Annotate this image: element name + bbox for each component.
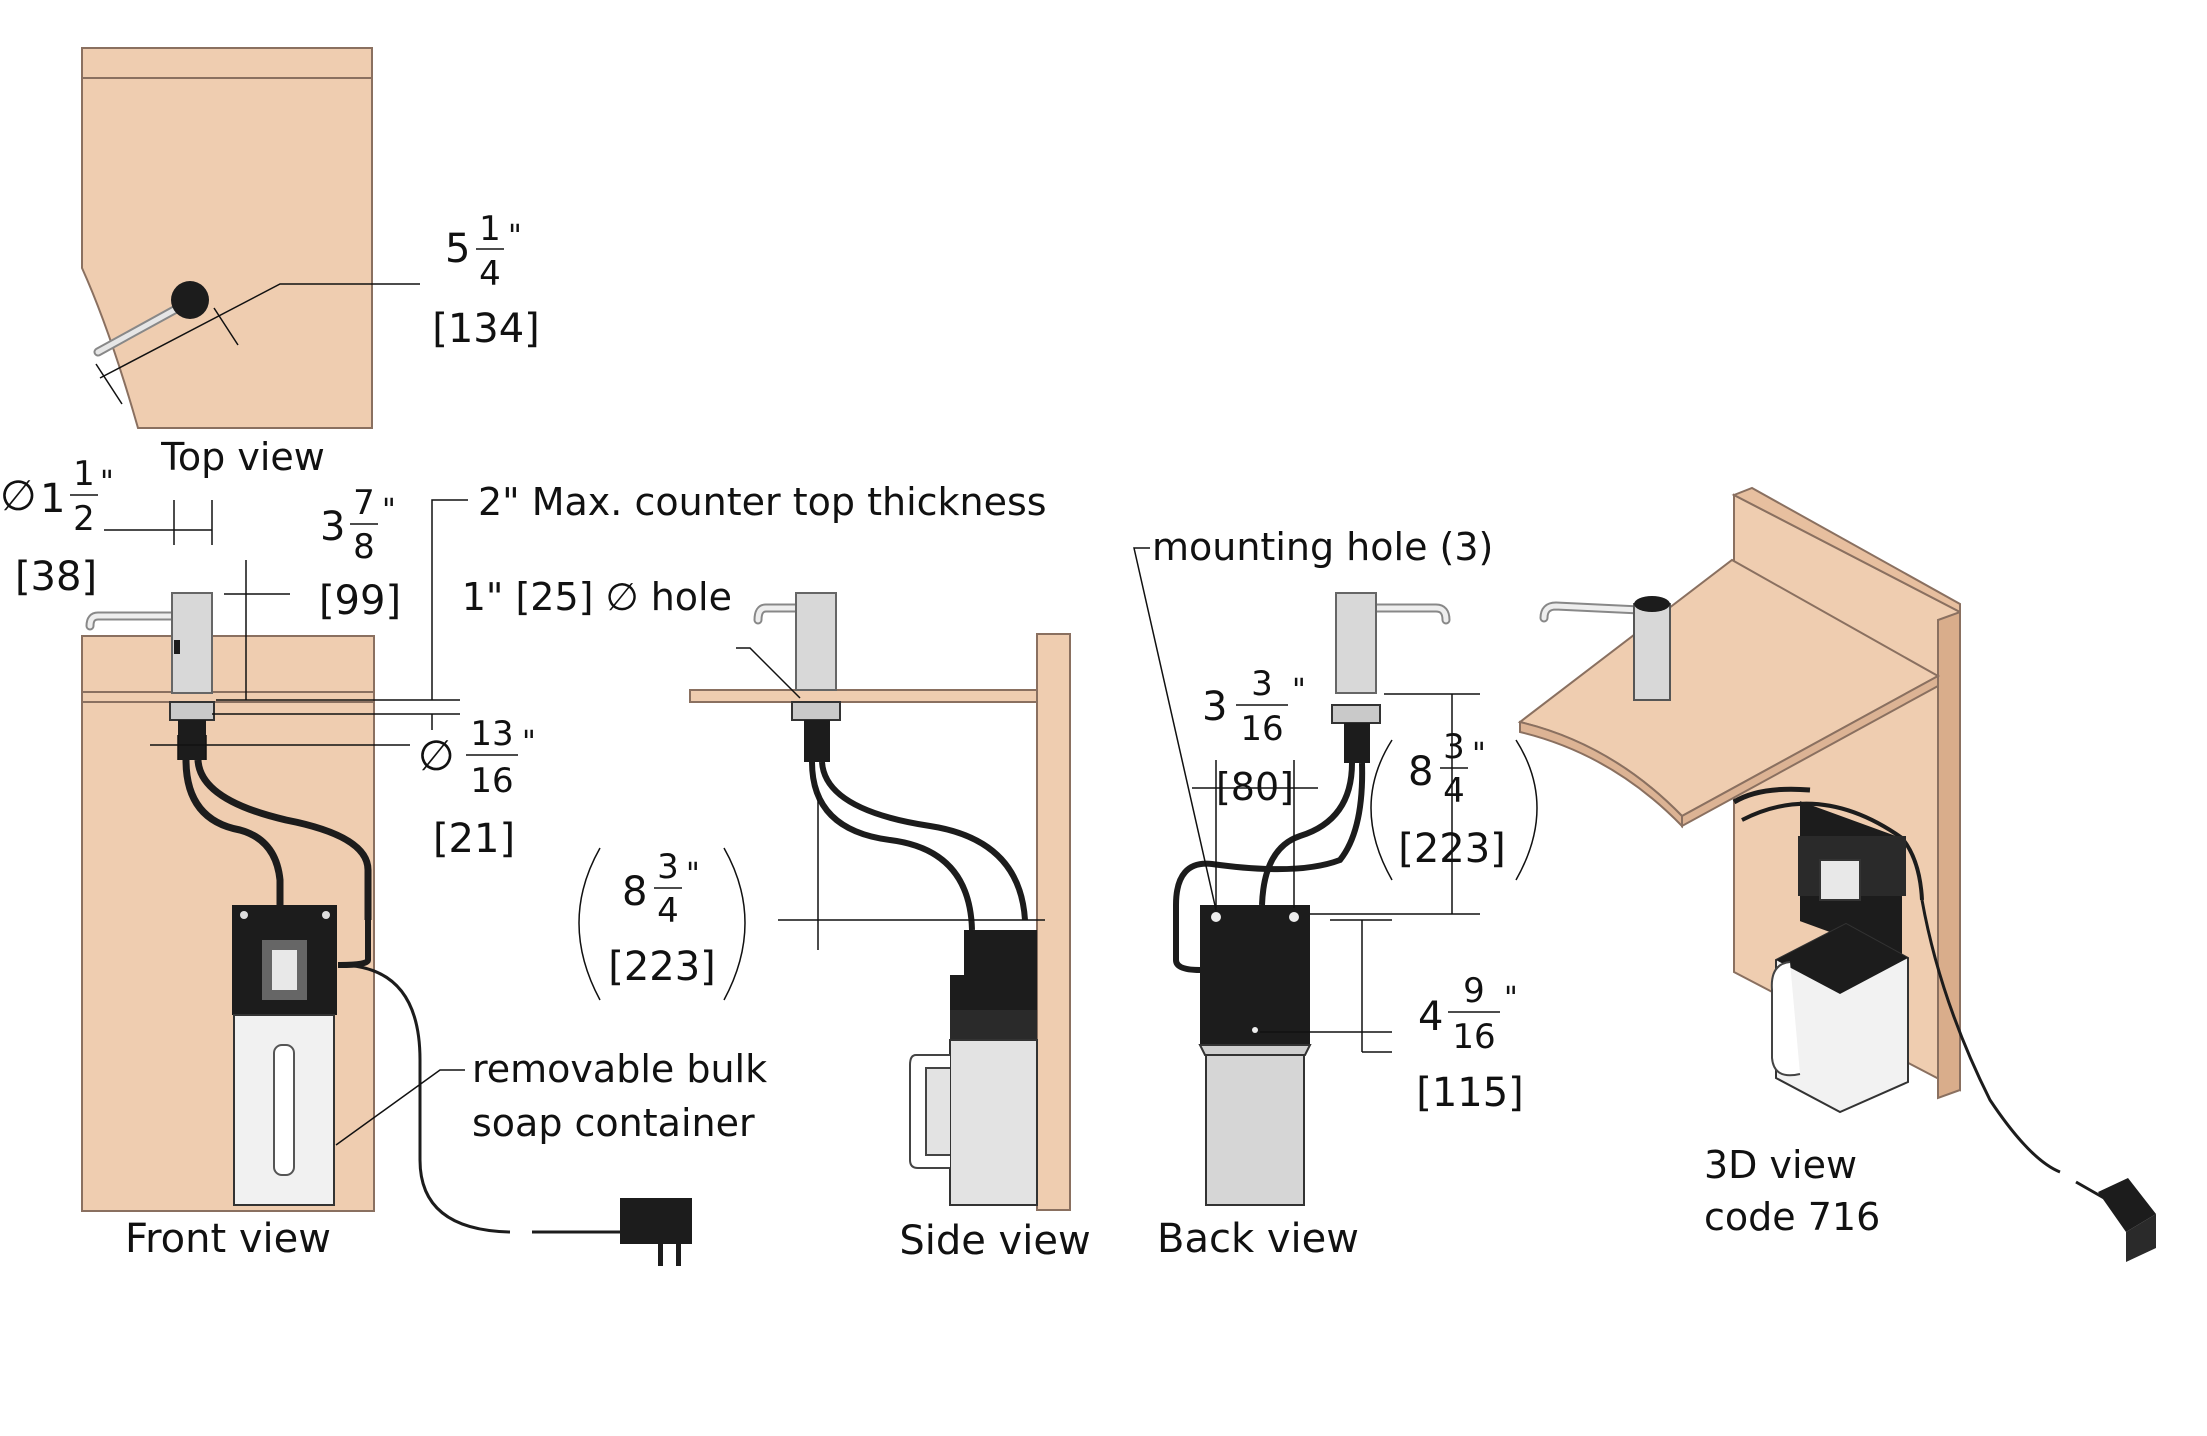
- iso-view-faucet-body: [1633, 603, 1671, 701]
- back-view-mounting-bracket: [1200, 905, 1310, 1045]
- back-dim-den: 4: [1443, 771, 1465, 811]
- front-view-sensor-window: [174, 640, 180, 654]
- back-view-label: Back view: [1157, 1216, 1359, 1262]
- back-view-soap-container: [1205, 1054, 1305, 1206]
- side-view: 1" [25] ∅ hole 8 3 4 " [223] Side view: [462, 575, 1091, 1264]
- side-view-wall: [1036, 633, 1071, 1211]
- back-dim-whole: 8: [1408, 749, 1433, 795]
- top-view-label: Top view: [160, 435, 325, 479]
- bracket-dim-mm: [115]: [1416, 1070, 1524, 1116]
- dia-dim-den: 2: [73, 499, 95, 539]
- back-dim-num: 3: [1443, 727, 1465, 767]
- spout-dim-den: 4: [479, 254, 501, 294]
- back-view-mounting-hole-1: [1211, 912, 1221, 922]
- spout-dim-mm: [134]: [432, 306, 540, 352]
- spout-dim-num: 1: [479, 209, 501, 249]
- iso-view-label-line-1: 3D view: [1704, 1143, 1857, 1187]
- shank-dim-num: 13: [470, 714, 513, 754]
- side-dim-whole: 8: [622, 869, 647, 915]
- side-view-faucet-body: [795, 592, 837, 691]
- front-view-shank: [178, 720, 206, 760]
- height-dim-num: 7: [353, 483, 375, 523]
- mounting-hole-label: mounting hole (3): [1152, 525, 1493, 569]
- back-view: 3 3 16 " [80] mounting hole (3) 8 3 4 " …: [1133, 525, 1538, 1262]
- front-view-tube-2: [194, 759, 372, 920]
- front-view-power-cord: [337, 963, 511, 1234]
- bracket-dim-den: 16: [1452, 1017, 1495, 1057]
- hole-callout-label: 1" [25] ∅ hole: [462, 575, 732, 619]
- shank-dim-inch: ": [522, 725, 536, 760]
- iso-view-power-adapter: [2098, 1178, 2156, 1232]
- shank-dim-den: 16: [470, 761, 513, 801]
- side-view-counter: [689, 689, 1038, 703]
- bracket-dim-num: 9: [1463, 971, 1485, 1011]
- front-view-label: Front view: [125, 1216, 331, 1262]
- container-leader: [335, 1069, 465, 1146]
- iso-view-label-line-2: code 716: [1704, 1195, 1880, 1239]
- hole-callout-leader: [736, 647, 801, 699]
- side-view-pump-bracket: [964, 930, 1037, 1010]
- shank-dim-symbol: ∅: [418, 731, 455, 780]
- spout-dim-whole: 5: [445, 226, 470, 272]
- side-view-soap-container: [949, 1039, 1038, 1206]
- dia-dim-inch: ": [100, 465, 114, 500]
- max-counter-leader: [431, 499, 468, 700]
- height-dim-inch: ": [382, 493, 396, 528]
- top-view: 5 1 4 " [134] Top view: [81, 47, 540, 479]
- container-label-line-2: soap container: [472, 1101, 755, 1145]
- front-view-power-adapter: [620, 1198, 692, 1244]
- back-dim-mm: [223]: [1398, 826, 1506, 872]
- side-dim-num: 3: [657, 847, 679, 887]
- height-dim-mm: [99]: [319, 578, 401, 624]
- front-view-tube-1: [182, 759, 284, 920]
- back-view-mounting-hole-3: [1252, 1027, 1258, 1033]
- height-dim-whole: 3: [320, 504, 345, 550]
- top-view-sensor-head: [171, 281, 209, 319]
- iso-view-container-handle: [1770, 961, 1801, 1077]
- dia-dim-num: 1: [73, 454, 95, 494]
- spout-dim-line: [99, 283, 420, 379]
- width-dim-num: 3: [1251, 664, 1273, 704]
- container-label-line-1: removable bulk: [472, 1047, 767, 1091]
- spout-dim-inch: ": [508, 219, 522, 254]
- mounting-hole-leader: [1133, 547, 1217, 911]
- back-view-mounting-hole-2: [1289, 912, 1299, 922]
- side-view-label: Side view: [899, 1218, 1090, 1264]
- width-dim-whole: 3: [1202, 684, 1227, 730]
- iso-view-power-cord: [1920, 899, 2061, 1174]
- width-dim-inch: ": [1292, 673, 1306, 708]
- back-view-faucet-body: [1335, 592, 1377, 694]
- back-dim-inch: ": [1472, 737, 1486, 772]
- bracket-dim-whole: 4: [1418, 994, 1443, 1040]
- shank-dim-mm: [21]: [433, 816, 515, 862]
- max-counter-label: 2" Max. counter top thickness: [478, 480, 1047, 524]
- dia-dim-whole: 1: [40, 476, 65, 522]
- front-dimensions: ∅ 1 1 2 " [38] 3 7 8 " [99] 2" Max. coun…: [0, 454, 1047, 1146]
- side-dim-inch: ": [686, 857, 700, 892]
- side-dim-mm: [223]: [608, 944, 716, 990]
- iso-view: 3D view code 716: [1517, 486, 2156, 1262]
- height-dim-den: 8: [353, 527, 375, 567]
- width-dim-mm: [80]: [1216, 765, 1294, 809]
- top-view-counter: [81, 47, 373, 429]
- front-view: Front view: [81, 592, 692, 1266]
- side-dim-den: 4: [657, 891, 679, 931]
- width-dim-den: 16: [1240, 709, 1283, 749]
- bracket-dim-inch: ": [1504, 981, 1518, 1016]
- front-view-nut: [169, 701, 215, 721]
- dia-dim-symbol: ∅: [0, 471, 37, 520]
- dia-dim-mm: [38]: [15, 554, 97, 600]
